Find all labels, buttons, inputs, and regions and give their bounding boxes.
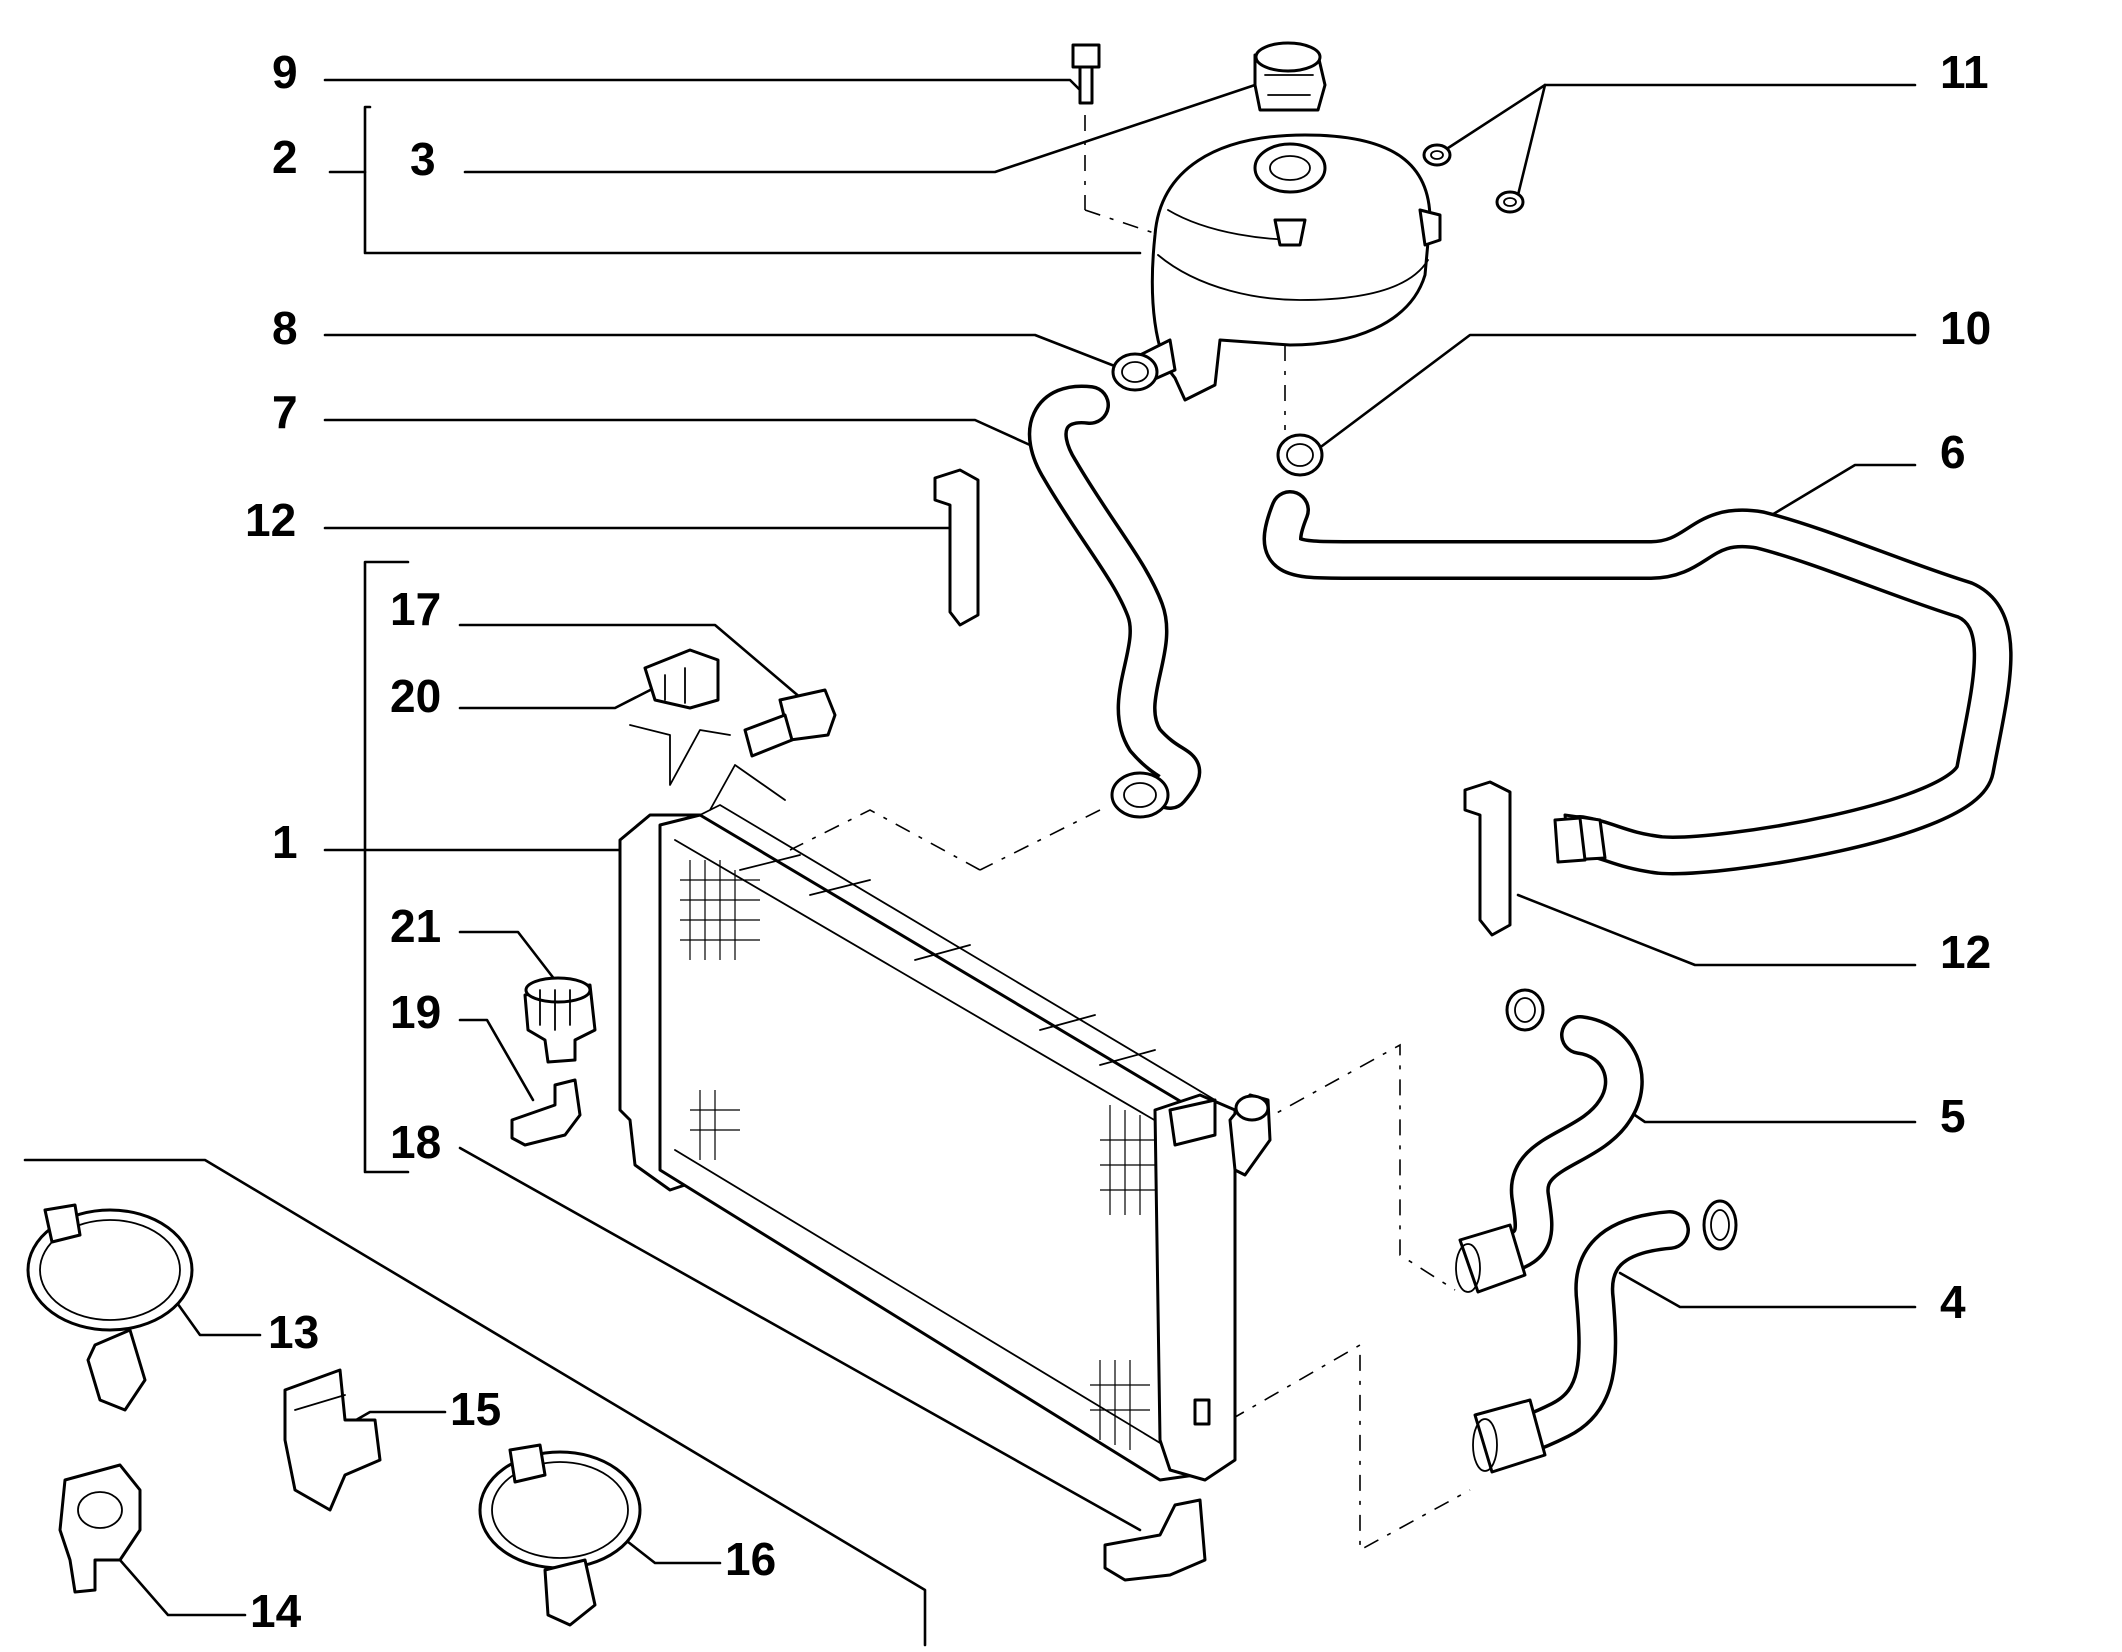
- tank-cap: [1253, 41, 1327, 112]
- label-14: 14: [250, 1585, 302, 1637]
- leader-17: [458, 623, 817, 712]
- label-6: 6: [1940, 426, 1966, 478]
- lower-bracket-19: [510, 1078, 582, 1147]
- hose-7: [1027, 384, 1202, 819]
- radiator-core-hatching: [680, 860, 1155, 1450]
- leader-4: [1618, 1271, 1917, 1309]
- label-17: 17: [390, 583, 441, 635]
- deflector-12-upper: [933, 468, 980, 627]
- radiator-fitting-17: [743, 688, 837, 758]
- leader-9: [323, 78, 1087, 97]
- label-16: 16: [725, 1533, 776, 1585]
- radiator: [618, 804, 1272, 1482]
- callout-labels: 9 2 3 11 8 10 7 6 12 17 20 1 12 21 19 5 …: [245, 46, 1991, 1637]
- label-11: 11: [1940, 46, 1989, 98]
- label-7: 7: [272, 386, 298, 438]
- leader-20: [458, 683, 662, 710]
- label-12-upper: 12: [245, 494, 296, 546]
- label-2: 2: [272, 131, 298, 183]
- clip-14: [58, 1463, 142, 1594]
- arrow-mark-17: [709, 764, 786, 811]
- leader-long-bottom: [23, 1158, 927, 1647]
- label-18: 18: [390, 1116, 441, 1168]
- rubber-mount-21: [523, 976, 597, 1064]
- hose-6: [1262, 490, 2013, 876]
- leader-21: [458, 930, 557, 982]
- nuts: [1422, 143, 1525, 214]
- radiator-bracket-20: [643, 648, 720, 710]
- leader-10: [1308, 333, 1917, 457]
- arrow-mark-20: [629, 724, 731, 786]
- label-12-lower: 12: [1940, 926, 1991, 978]
- hose-clamp-10: [1276, 433, 1324, 477]
- label-20: 20: [390, 670, 441, 722]
- hose-clamp-band-16: [478, 1443, 642, 1627]
- leader-6: [1748, 463, 1917, 530]
- label-5: 5: [1940, 1090, 1966, 1142]
- label-4: 4: [1940, 1276, 1966, 1328]
- leader-3: [463, 83, 1257, 174]
- leader-19: [458, 1018, 535, 1102]
- expansion-tank: [1138, 133, 1442, 402]
- bottom-bracket-18: [1103, 1498, 1207, 1582]
- leader-12b: [1516, 893, 1917, 967]
- bolt: [1071, 43, 1101, 105]
- label-13: 13: [268, 1306, 319, 1358]
- label-3: 3: [410, 133, 436, 185]
- leader-11: [1443, 83, 1917, 152]
- bracket-15: [283, 1368, 382, 1512]
- leader-5: [1608, 1096, 1917, 1124]
- hose-clamp-band-13: [26, 1203, 194, 1412]
- label-19: 19: [390, 986, 441, 1038]
- assembly-lines: [629, 115, 1471, 1552]
- label-15: 15: [450, 1383, 501, 1435]
- leader-7: [323, 418, 1032, 447]
- label-1: 1: [272, 816, 298, 868]
- deflector-12-lower: [1463, 780, 1512, 937]
- leader-8: [323, 333, 1132, 374]
- hose-clamps-4-5: [1505, 988, 1738, 1251]
- label-9: 9: [272, 46, 298, 98]
- bracket-2: [363, 105, 1142, 255]
- hose-5: [1455, 1015, 1644, 1294]
- hose-clamp-8: [1111, 352, 1159, 392]
- hose-4: [1472, 1210, 1690, 1474]
- label-21: 21: [390, 900, 441, 952]
- leader-14: [118, 1558, 247, 1617]
- leader-18: [458, 1146, 1142, 1532]
- leader-11b: [1516, 83, 1547, 197]
- label-10: 10: [1940, 302, 1991, 354]
- leader-13: [173, 1298, 262, 1337]
- bracket-1: [363, 560, 410, 1174]
- label-8: 8: [272, 302, 298, 354]
